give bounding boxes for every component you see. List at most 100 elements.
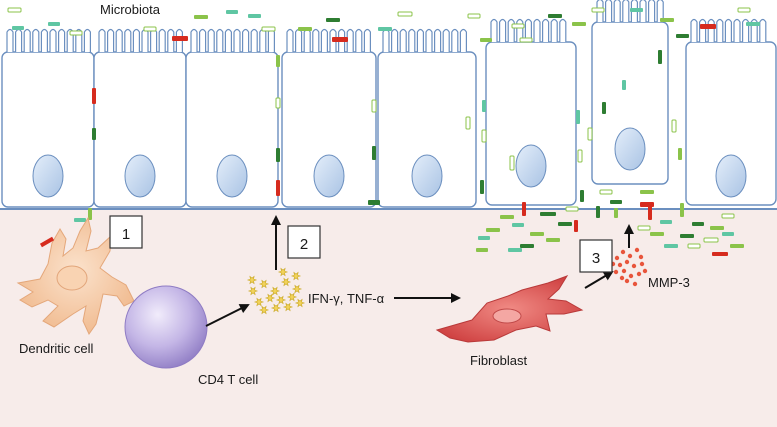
epithelial-layer — [1, 0, 777, 208]
bacterium — [371, 99, 377, 113]
bacterium — [580, 190, 584, 202]
bacterium — [511, 23, 525, 29]
bacterium — [650, 232, 664, 236]
cytokine — [258, 279, 270, 289]
bacterium — [248, 14, 261, 18]
arrow-tcell-to-cytokines — [205, 304, 250, 327]
cytokine — [290, 271, 302, 281]
bacterium — [48, 22, 60, 26]
mmp3-molecule — [624, 278, 630, 284]
cytokine — [282, 302, 294, 312]
cytokine — [264, 293, 276, 303]
bacterium — [261, 26, 276, 32]
mmp3-molecule — [634, 247, 640, 253]
bacterium — [540, 212, 556, 216]
mmp3-molecule — [627, 253, 633, 259]
step-1-box: 1 — [109, 215, 143, 249]
bacterium — [481, 129, 487, 143]
bacterium — [378, 27, 392, 31]
bacterium — [482, 100, 486, 112]
bacterium — [710, 226, 724, 230]
bacterium — [476, 248, 488, 252]
nucleus — [124, 154, 156, 198]
svg-text:3: 3 — [592, 250, 600, 267]
bacterium — [508, 248, 522, 252]
microbiota-label: Microbiota — [100, 2, 161, 17]
cytokine — [277, 267, 289, 277]
bacterium — [596, 206, 600, 218]
nucleus — [515, 144, 547, 188]
bacterium — [143, 26, 157, 32]
bacterium — [730, 244, 744, 248]
mmp3-cluster — [610, 247, 648, 287]
nucleus — [313, 154, 345, 198]
bacterium — [276, 180, 280, 196]
step-2-box: 2 — [287, 225, 321, 259]
mmp3-molecule — [632, 281, 638, 287]
bacterium — [660, 18, 674, 22]
cytokine — [253, 297, 265, 307]
bacterium — [746, 22, 760, 26]
mmp3-molecule — [614, 255, 620, 261]
bacterium — [480, 38, 492, 42]
bacterium — [500, 215, 514, 219]
bacterium — [69, 30, 83, 36]
bacterium — [610, 200, 622, 204]
epithelial-cell — [185, 28, 279, 208]
bacterium — [630, 8, 643, 12]
bacterium — [577, 149, 583, 163]
cytokine — [270, 303, 282, 313]
bacterium — [519, 37, 533, 43]
fibroblast-label: Fibroblast — [470, 353, 527, 368]
mmp3-molecule — [642, 268, 648, 274]
bacterium — [599, 189, 613, 195]
svg-text:1: 1 — [122, 226, 130, 243]
svg-text:2: 2 — [300, 236, 308, 253]
fibroblast — [435, 275, 584, 343]
bacterium — [680, 203, 684, 217]
bacterium — [522, 202, 526, 216]
mmp3-molecule — [617, 262, 623, 268]
cd4-t-cell — [124, 285, 208, 369]
bacterium — [722, 232, 734, 236]
mmp3-molecule — [620, 249, 626, 255]
bacterium — [622, 80, 626, 90]
nucleus — [32, 154, 64, 198]
bacterium — [194, 15, 208, 19]
bacterium — [74, 218, 86, 222]
mmp3-molecule — [639, 261, 645, 267]
nucleus — [614, 127, 646, 171]
bacterium — [326, 18, 340, 22]
bacterium — [671, 119, 677, 133]
bacterium — [298, 27, 312, 31]
bacterium — [664, 244, 678, 248]
epithelial-cell — [93, 28, 187, 208]
bacterium — [676, 34, 689, 38]
bacterium — [703, 237, 719, 243]
bacterium — [92, 88, 96, 104]
mmp3-molecule — [621, 268, 627, 274]
bacterium — [546, 238, 560, 242]
bacterium — [660, 220, 672, 224]
bacterium — [486, 228, 500, 232]
epithelial-cell — [1, 28, 95, 208]
cytokine — [258, 305, 270, 315]
bacterium — [558, 222, 572, 226]
epithelial-cell — [685, 18, 777, 206]
bacterium — [368, 200, 380, 205]
bacterium — [678, 148, 682, 160]
bacterium — [530, 232, 544, 236]
bacterium — [680, 234, 694, 238]
bacterium — [576, 110, 580, 124]
cytokine — [275, 295, 287, 305]
cytokine — [247, 286, 259, 296]
bacterium — [587, 127, 593, 141]
bacterium — [640, 202, 654, 207]
bacterium — [721, 213, 735, 219]
cytokine — [294, 298, 306, 308]
bacterium — [226, 10, 238, 14]
cytokine — [246, 275, 258, 285]
mmp3-molecule — [638, 254, 644, 260]
